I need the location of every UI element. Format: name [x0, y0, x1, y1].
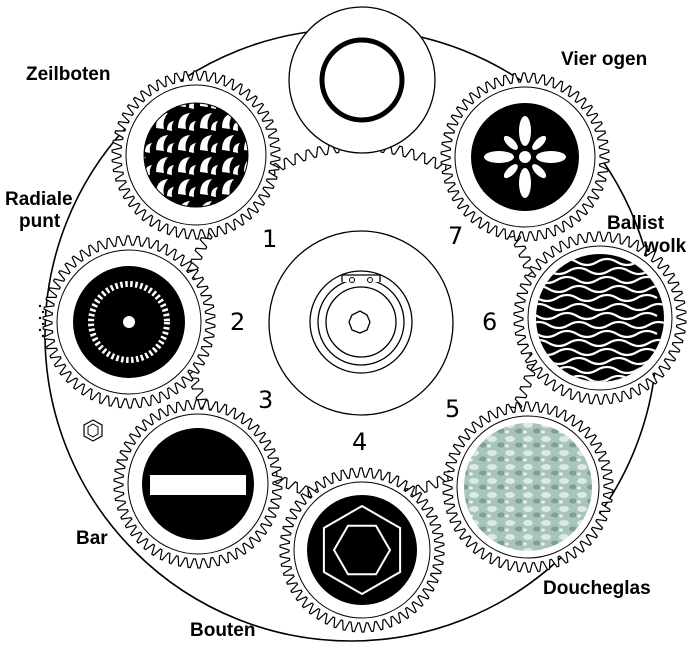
label-wolk: wolk — [644, 236, 686, 257]
slot-number-4: 4 — [352, 428, 367, 456]
label-bar: Bar — [76, 528, 108, 549]
gobo-radiale-punt — [73, 266, 185, 378]
slot-number-1: 1 — [262, 225, 277, 253]
slot-number-7: 7 — [448, 222, 463, 250]
gobo-vier-ogen — [471, 103, 579, 211]
gobo-bar — [142, 428, 254, 540]
label-doucheglas: Doucheglas — [543, 578, 651, 599]
label-punt: punt — [19, 211, 60, 232]
hub-octagon — [349, 311, 370, 333]
slot-number-2: 2 — [230, 308, 245, 336]
label-bouten: Bouten — [190, 620, 255, 641]
slot-number-5: 5 — [445, 395, 460, 423]
label-vier-ogen: Vier ogen — [561, 49, 647, 70]
label-ballistische: Ballist — [607, 213, 664, 234]
open-slot-holder — [289, 7, 435, 153]
gobo-zeilboten — [144, 103, 248, 207]
label-zeilboten: Zeilboten — [26, 64, 110, 85]
slot-number-3: 3 — [258, 386, 273, 414]
slot-number-6: 6 — [482, 308, 497, 336]
rim-dots — [39, 305, 44, 337]
label-radiale: Radiale — [5, 189, 73, 210]
hub-clip — [342, 275, 380, 282]
gobo-bouten — [307, 495, 417, 605]
